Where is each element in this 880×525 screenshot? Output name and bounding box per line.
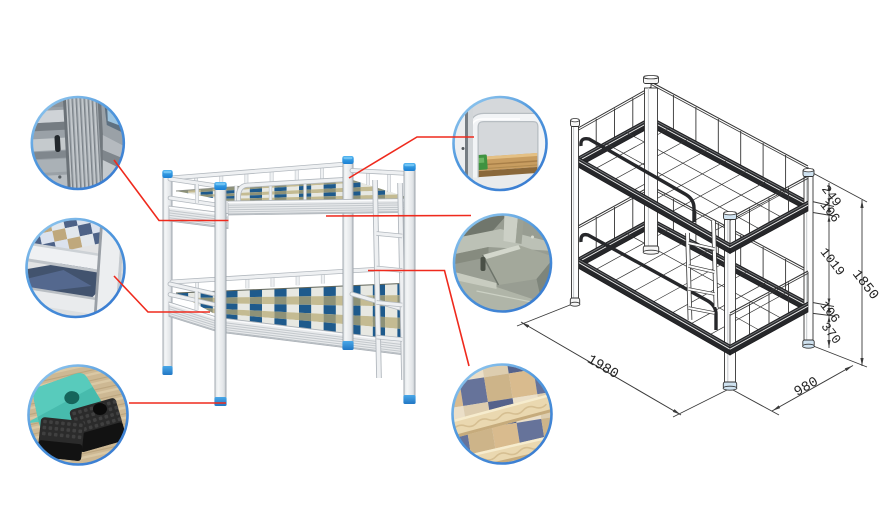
callout-frame-profile-ring (30, 95, 126, 191)
wf-cap-north (643, 75, 659, 84)
wf-upper-front-rail (579, 136, 696, 222)
wf-foot-west (569, 297, 581, 307)
callout-bracket-photo (455, 215, 550, 311)
foot-back-right (342, 341, 354, 350)
dim-leg: 370 (818, 320, 844, 348)
wf-cap-east (802, 168, 815, 177)
callout-corner-joint-photo (27, 220, 124, 316)
callout-bed-base (451, 363, 553, 465)
callout-circles (25, 95, 553, 466)
foot-front-left (214, 397, 227, 406)
bed-post-front-left (214, 185, 227, 403)
callout-frame-profile (30, 95, 126, 191)
callout-connectors (113, 136, 474, 404)
wf-lower-front-rail (579, 232, 718, 330)
wf-post-east (803, 175, 814, 341)
dim-gap: 1019 (817, 245, 848, 279)
dim-width: 980 (792, 374, 822, 400)
connector-corner-joint (113, 275, 210, 313)
wf-lower-right-band (729, 301, 809, 356)
dim-length: 1980 (584, 352, 621, 383)
bed-post-back-left (162, 173, 173, 372)
foot-front-right (403, 395, 416, 404)
upper-front-guardrail (234, 176, 350, 203)
wf-upper-back-lattice (650, 81, 809, 201)
cap-back-right (342, 156, 354, 164)
bed-photo (162, 156, 416, 406)
cap-front-right (403, 163, 416, 171)
callout-frame-profile-photo (32, 98, 123, 188)
bed-post-back-right (342, 159, 354, 346)
upper-back-guardrail (168, 161, 350, 189)
upper-front-band (227, 198, 412, 216)
connector-frame-profile (113, 159, 229, 222)
iso-wireframe: 249 106 1019 106 370 1850 1980 980 (516, 75, 880, 418)
callout-bracket (452, 213, 553, 313)
callout-guardrail (452, 95, 548, 192)
wf-cap-south (723, 211, 737, 220)
wf-upper-back-band (650, 116, 809, 212)
connector-bed-base (368, 269, 470, 367)
dimension-lines (516, 171, 868, 418)
wf-upper-right-lattice (729, 175, 809, 244)
wf-lower-right-lattice (729, 270, 809, 345)
callout-bracket-ring (452, 213, 553, 313)
wf-post-north (644, 87, 658, 248)
callout-guardrail-ring (452, 95, 548, 192)
wf-foot-east (802, 339, 815, 349)
connector-guardrail (348, 136, 474, 179)
callout-foot-pads-photo (29, 366, 127, 464)
dim-total-height: 1850 (848, 267, 880, 303)
wf-ladder (685, 220, 719, 321)
wf-foot-south (722, 381, 738, 391)
callout-guardrail-photo (454, 98, 546, 189)
wf-cap-west (570, 118, 580, 127)
callout-corner-joint (25, 217, 126, 319)
callout-corner-joint-ring (25, 217, 126, 319)
cap-front-left (214, 182, 227, 190)
cap-back-left (162, 170, 173, 178)
foot-back-left (162, 366, 173, 375)
callout-bed-base-ring (451, 363, 553, 465)
bed-post-front-right (403, 166, 416, 401)
connector-bracket (325, 214, 472, 217)
wf-post-west (571, 125, 579, 299)
callout-foot-pads (27, 364, 129, 466)
wf-upper-right-band (729, 200, 809, 255)
callout-foot-pads-ring (27, 364, 129, 466)
wf-foot-north (642, 245, 660, 255)
